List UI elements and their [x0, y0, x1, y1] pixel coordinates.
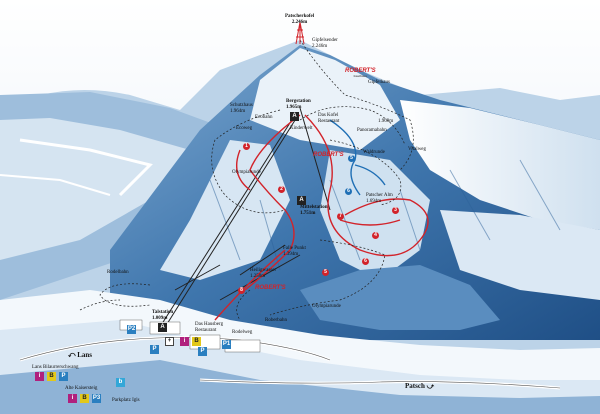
run-marker-6[interactable]: 6 — [362, 258, 369, 265]
das-kofel-sub: Restaurant — [318, 119, 340, 124]
lans-road-label: ⤺ Lans — [68, 352, 92, 359]
lans-parking-icon[interactable]: P — [59, 372, 68, 381]
panoramabahn-label: Panoramabahn — [357, 128, 387, 133]
parking-icon-3[interactable]: P — [198, 347, 207, 356]
parking-icon-2[interactable]: P — [150, 345, 159, 354]
gipfelsender-name: Gipfelsender — [312, 38, 338, 43]
das-hausberg-sub: Restaurant — [195, 328, 217, 333]
fallpoint-label: Falle Punkt 1.394m — [283, 246, 306, 258]
kaisersteg-bus-icon[interactable]: B — [80, 394, 89, 403]
gipfelsender-elevation: 2.246m — [312, 44, 328, 49]
lans-road-arrow: ⤺ — [68, 351, 76, 359]
run-marker-8[interactable]: 8 — [238, 287, 245, 294]
run-marker-3[interactable]: 3 — [392, 207, 399, 214]
talstation-elevation: 1.009m — [152, 316, 168, 321]
patscher-alm-label: Patscher Alm 1.694m — [366, 193, 393, 205]
brand-sub: Gasthaus — [353, 74, 368, 78]
peak-name: Patscherkofel — [285, 14, 315, 19]
gipfelhaus-label: Gipfelhaus — [368, 80, 390, 85]
bergstation-name: Bergstation — [286, 99, 311, 104]
kaisersteg-info-icon[interactable]: i — [68, 394, 77, 403]
run-marker-1[interactable]: 1 — [243, 143, 250, 150]
alte-kaisersteg-label: Alte Kaisersteig — [65, 386, 98, 391]
lans-road-name: Lans — [77, 351, 93, 359]
bergstation-elevation: 1.965m — [286, 105, 302, 110]
rodelbahn-label: Rodelbahn — [107, 270, 129, 275]
talstation-label: Talstation 1.009m — [152, 310, 173, 322]
patscher-alm-name: Patscher Alm — [366, 193, 393, 198]
bergstation-lift-icon[interactable]: A — [290, 112, 299, 121]
mittelstation-name: Mittelstation — [300, 205, 328, 210]
run-marker-7[interactable]: 7 — [337, 213, 344, 220]
das-hausberg-name: Das Hausberg — [195, 322, 224, 327]
run-marker-blue-5[interactable]: 5 — [348, 155, 355, 162]
talstation-lift-icon[interactable]: A — [158, 323, 167, 332]
brand-name-low: ROBERT'S — [255, 285, 286, 291]
lans-parking-label: Lans Bilaurrerschwang — [32, 365, 79, 370]
roberbahn-label: Roberbahn — [265, 318, 287, 323]
parking-igls-label: Parkplatz Igls — [112, 398, 140, 403]
patsch-road-arrow: ⤻ — [426, 382, 435, 390]
schutzhaus-label: Schutzhaus 1.964m — [230, 103, 253, 115]
olympiarunde-label-2: Olympiarunde — [312, 304, 341, 309]
patscher-alm-elevation: 1.694m — [366, 199, 382, 204]
kinderwelt-label: Kinderwelt — [290, 126, 313, 131]
fallpoint-name: Falle Punkt — [283, 246, 306, 251]
brand-name: ROBERT'S — [345, 68, 376, 74]
run-marker-5[interactable]: 5 — [322, 269, 329, 276]
info-icon[interactable]: i — [180, 337, 189, 346]
waldrunde-label: Waldrunde — [363, 150, 385, 155]
peak-elevation: 2.246m — [291, 20, 308, 25]
panoramabahn-elev-label: 1.969m — [378, 119, 394, 124]
rodelweg-label: Rodelweg — [232, 330, 253, 335]
schutzhaus-elevation: 1.964m — [230, 109, 246, 114]
brand-name-mid: ROBERT'S — [313, 152, 344, 158]
first-aid-icon: + — [165, 337, 174, 346]
schutzhaus-name: Schutzhaus — [230, 103, 253, 108]
run-marker-4[interactable]: 4 — [372, 232, 379, 239]
peak-label: Patscherkofel 2.246m — [285, 14, 314, 26]
heiligwasser-label: Heiligwasser 1.250m — [250, 268, 276, 280]
brand-logo-mid: ROBERT'S — [313, 152, 344, 158]
mittelstation-lift-icon[interactable]: A — [297, 196, 306, 205]
parking-icon-4[interactable]: P1 — [222, 340, 231, 349]
das-kofel-label: Das Kofel Restaurant — [318, 113, 339, 125]
parking-icon[interactable]: P2 — [127, 325, 136, 334]
kaisersteg-parking-icon[interactable]: P3 — [92, 394, 101, 403]
mittelstation-elevation: 1.751m — [300, 211, 316, 216]
bergstation-label: Bergstation 1.965m — [286, 99, 311, 111]
mittelstation-label: Mittelstation 1.751m — [300, 205, 328, 217]
lans-info-icon[interactable]: i — [35, 372, 44, 381]
gipfelsender-label: Gipfelsender 2.246m — [312, 38, 338, 50]
fallpoint-elevation: 1.394m — [283, 252, 299, 257]
heiligwasser-elevation: 1.250m — [250, 274, 266, 279]
run-marker-2[interactable]: 2 — [278, 186, 285, 193]
heiligwasser-name: Heiligwasser — [250, 268, 277, 273]
ecoweg-label: Ecoweg — [236, 126, 253, 131]
olympiarunde-label-1: Olympiarunde — [232, 170, 261, 175]
ecobahn-label: Ecobahn — [255, 115, 273, 120]
brand-logo-low: ROBERT'S — [255, 285, 286, 291]
bus-icon[interactable]: B — [192, 337, 201, 346]
das-kofel-name: Das Kofel — [318, 113, 339, 118]
run-marker-blue-6[interactable]: 6 — [345, 188, 352, 195]
vitalweg-label: Vitalweg — [408, 147, 427, 152]
das-hausberg-label: Das Hausberg Restaurant — [195, 322, 223, 334]
skibus-icon[interactable]: b — [116, 378, 125, 387]
talstation-name: Talstation — [152, 310, 174, 315]
patsch-road-name: Patsch — [405, 382, 425, 390]
patsch-road-label: Patsch ⤻ — [405, 383, 434, 390]
lans-bus-icon[interactable]: B — [47, 372, 56, 381]
